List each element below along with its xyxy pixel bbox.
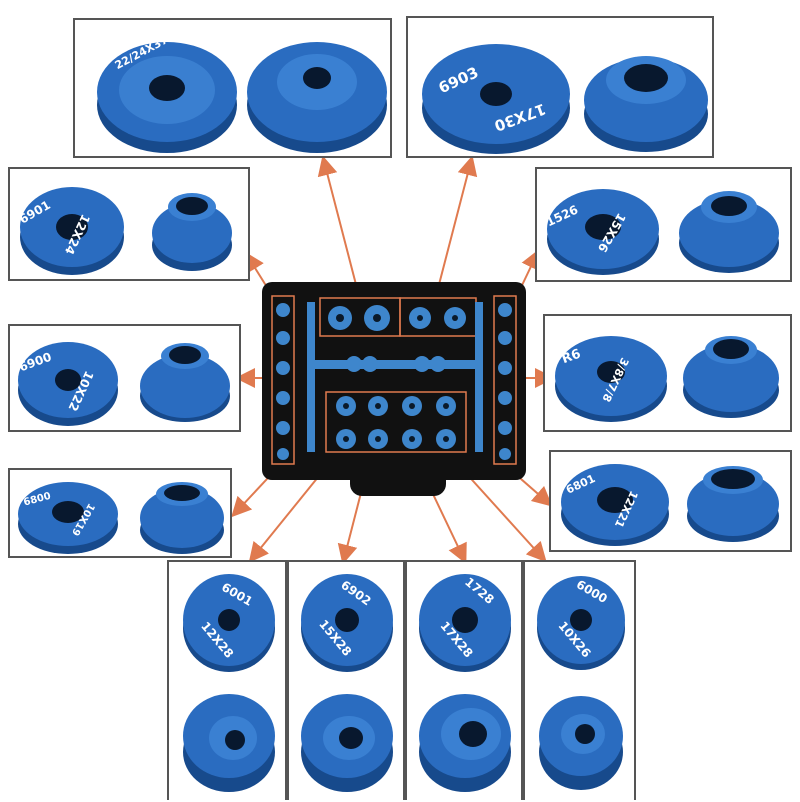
panel-6800: 6800 10X19 [8,468,232,558]
panel-r6: R6 3/8X7/8 [543,314,792,432]
bearing-discs: 6800 10X19 [18,482,224,554]
bearing-discs: 22/24X37 [97,33,387,153]
bearing-discs: 6902 15X28 [301,574,393,792]
bearing-number: R6 [560,347,583,368]
panel-6901: 6901 12X24 [8,167,250,281]
bearing-discs: 6900 10X22 [17,342,230,426]
panel-6000: 6000 10X26 [523,560,636,800]
panel-22-24x37: 22/24X37 [73,18,392,158]
panel-6900: 6900 10X22 [8,324,241,432]
bearing-discs: 6901 12X24 [17,187,232,275]
case-handle [350,476,446,496]
bearing-discs: 6801 12X21 [561,464,779,546]
bearing-discs: 6903 17X30 [422,44,708,154]
panel-1728: 1728 17X28 [405,560,523,800]
bearing-discs: R6 3/8X7/8 [555,336,779,422]
panel-6801: 6801 12X21 [549,450,792,552]
arrow [317,155,361,301]
panel-6902: 6902 15X28 [287,560,405,800]
arrow [434,155,478,301]
bearing-discs: 1526 15X26 [544,189,779,275]
bearing-discs: 1728 17X28 [419,574,511,792]
tool-case [262,282,526,480]
bearing-discs: 6001 12X28 [183,574,275,792]
panel-6903: 6903 17X30 [406,16,714,158]
case-contents [271,295,517,465]
panel-1526: 1526 15X26 [535,167,792,282]
panel-6001: 6001 12X28 [167,560,287,800]
bearing-discs: 6000 10X26 [537,576,625,790]
